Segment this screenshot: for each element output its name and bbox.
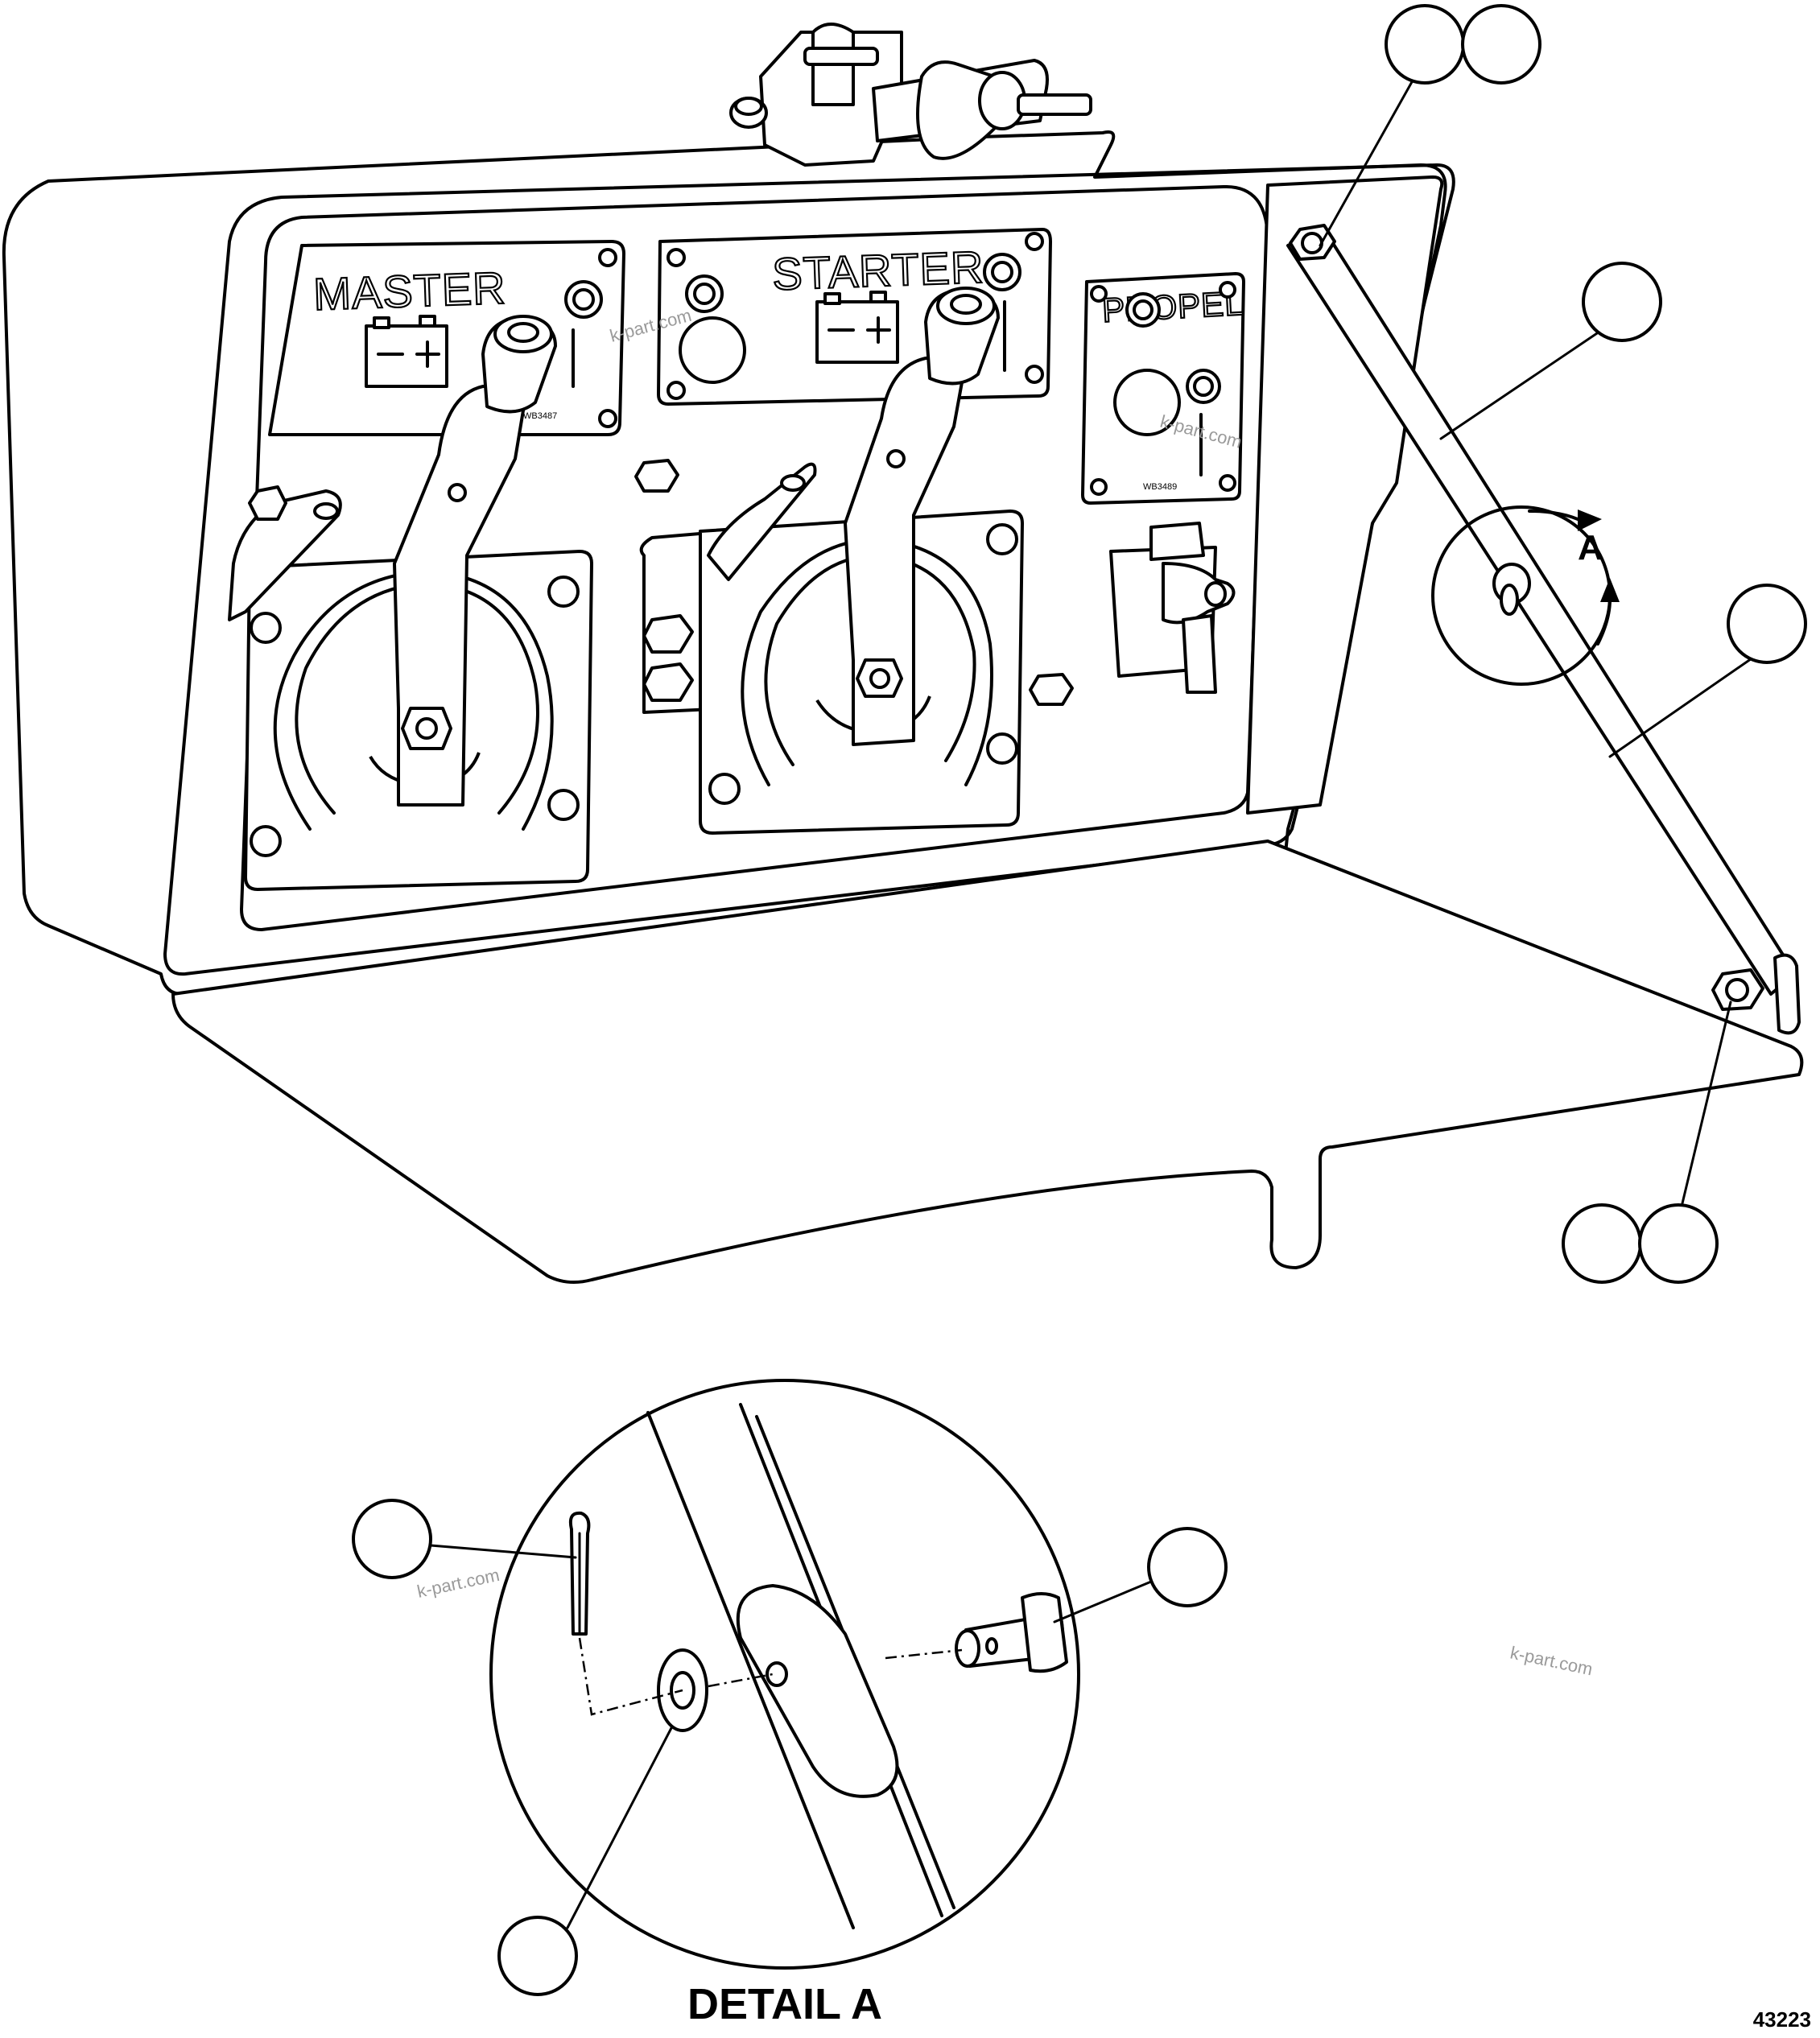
master-plate-code: WB3487 <box>523 411 557 421</box>
balloon-7 <box>352 1499 432 1579</box>
master-lever <box>393 385 525 807</box>
starter-switch-assembly <box>634 287 1074 835</box>
clevis-pin <box>955 1592 1068 1673</box>
balloons-detail-view <box>352 1499 1228 1996</box>
propel-plate-code: WB3489 <box>1143 482 1177 492</box>
top-mounting-bracket <box>729 23 1092 167</box>
master-plate: MASTER WB3487 <box>268 240 625 436</box>
fold-out-lid <box>171 840 1804 1285</box>
balloon-9 <box>497 1916 578 1996</box>
balloon-6 <box>1638 1203 1719 1284</box>
detail-callout-letter: A <box>1578 528 1603 567</box>
propel-switch <box>1109 522 1236 694</box>
balloon-1 <box>1385 4 1465 85</box>
balloon-8 <box>1147 1527 1228 1607</box>
master-label: MASTER <box>312 262 506 320</box>
balloon-2 <box>1461 4 1541 85</box>
detail-a-view <box>489 1379 1080 1970</box>
starter-push-button <box>679 316 746 384</box>
balloon-3 <box>1582 262 1662 342</box>
detail-title: DETAIL A <box>687 1980 882 2028</box>
support-strap <box>1286 224 1801 1035</box>
balloon-4 <box>1727 584 1807 664</box>
master-switch-assembly <box>228 315 593 891</box>
figure-number: 43223 <box>1753 2007 1811 2032</box>
battery-symbol-icon <box>365 315 448 388</box>
watermark-4: k-part.com <box>1508 1642 1595 1679</box>
starter-lever <box>844 357 964 746</box>
propel-push-button <box>1113 369 1181 436</box>
balloon-5 <box>1562 1203 1642 1284</box>
balloons-main-view <box>1319 4 1807 1284</box>
propel-plate: PROPEL WB3489 <box>1081 272 1246 505</box>
watermark-3: k-part.com <box>415 1565 501 1602</box>
detail-a-callout: A <box>1431 505 1620 686</box>
starter-battery-symbol-icon <box>815 291 899 364</box>
